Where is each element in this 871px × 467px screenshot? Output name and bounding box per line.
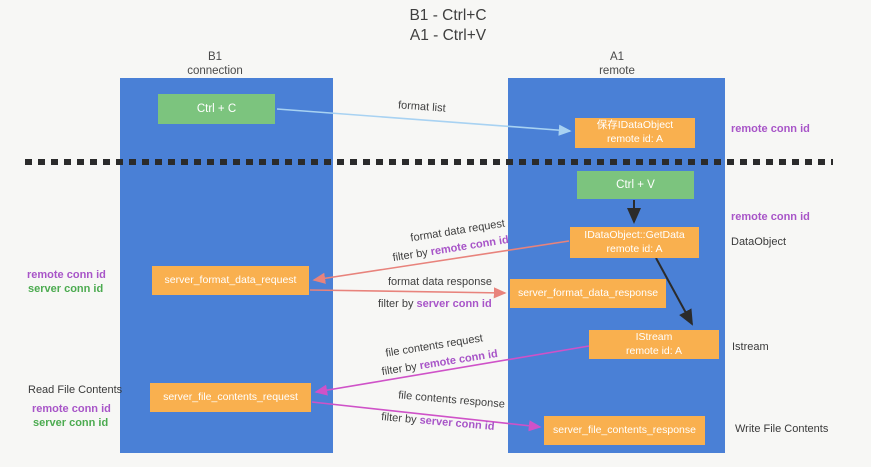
- server-conn-id-text: server conn id: [419, 414, 496, 433]
- left-column-name: B1: [207, 51, 223, 63]
- left-server-conn-id-top: server conn id: [28, 283, 104, 295]
- getdata-line1: IDataObject::GetData: [584, 228, 685, 241]
- save-dataobject-node: 保存IDataObject remote id: A: [575, 118, 695, 148]
- left-column-header: B1 connection: [160, 50, 270, 79]
- right-remote-conn-id-top: remote conn id: [731, 123, 810, 135]
- server-file-contents-request-node: server_file_contents_request: [150, 383, 311, 412]
- format-list-label: format list: [397, 99, 447, 115]
- server-format-data-request-node: server_format_data_request: [152, 266, 309, 295]
- read-file-contents-label: Read File Contents: [28, 384, 123, 396]
- filter-by-text: filter by: [378, 298, 417, 310]
- dataobject-label: DataObject: [731, 236, 787, 248]
- istream-side-label: Istream: [732, 341, 769, 353]
- file-contents-response-label: file contents response: [397, 389, 506, 411]
- left-remote-conn-id-bottom: remote conn id: [32, 403, 111, 415]
- left-server-conn-id-bottom: server conn id: [33, 417, 109, 429]
- right-remote-conn-id-mid: remote conn id: [731, 211, 810, 223]
- ctrl-v-label: Ctrl + V: [616, 179, 655, 191]
- left-column-subtitle: connection: [187, 65, 243, 78]
- right-column-header: A1 remote: [562, 50, 672, 79]
- ctrl-c-label: Ctrl + C: [196, 103, 237, 115]
- title-line-1: B1 - Ctrl+C: [409, 7, 487, 24]
- filter-by-text: filter by: [380, 360, 421, 379]
- server-format-data-response-node: server_format_data_response: [510, 279, 666, 308]
- left-remote-conn-id-top: remote conn id: [27, 269, 106, 281]
- format-data-response-label: format data response: [388, 276, 492, 288]
- format-data-response-filter-label: filter by server conn id: [378, 298, 492, 310]
- diagram-title: B1 - Ctrl+C A1 - Ctrl+V: [348, 6, 548, 46]
- file-contents-response-filter-label: filter by server conn id: [381, 411, 495, 433]
- right-column-subtitle: remote: [599, 65, 635, 78]
- filter-by-text: filter by: [380, 411, 421, 427]
- istream-line1: IStream: [635, 330, 673, 343]
- server-file-contents-response-node: server_file_contents_response: [544, 416, 705, 445]
- server-format-data-response-label: server_format_data_response: [517, 286, 659, 299]
- right-column-name: A1: [609, 51, 625, 63]
- server-file-contents-response-label: server_file_contents_response: [552, 423, 696, 436]
- server-format-data-request-label: server_format_data_request: [164, 273, 297, 286]
- istream-line2: remote id: A: [625, 344, 683, 357]
- write-file-contents-label: Write File Contents: [735, 423, 829, 435]
- save-dataobject-line2: remote id: A: [606, 133, 664, 145]
- ctrl-v-node: Ctrl + V: [577, 171, 694, 199]
- ctrl-c-node: Ctrl + C: [158, 94, 275, 124]
- getdata-line2: remote id: A: [606, 242, 663, 255]
- save-dataobject-line1: 保存IDataObject: [596, 119, 674, 132]
- format-data-response-arrow: [309, 287, 507, 299]
- istream-node: IStream remote id: A: [589, 330, 719, 359]
- title-line-2: A1 - Ctrl+V: [409, 27, 487, 45]
- server-file-contents-request-label: server_file_contents_request: [163, 390, 298, 403]
- filter-by-text: filter by: [391, 246, 432, 265]
- server-conn-id-text: server conn id: [416, 298, 492, 310]
- format-data-request-filter-label: filter by remote conn id: [392, 234, 510, 264]
- getdata-node: IDataObject::GetData remote id: A: [570, 227, 699, 258]
